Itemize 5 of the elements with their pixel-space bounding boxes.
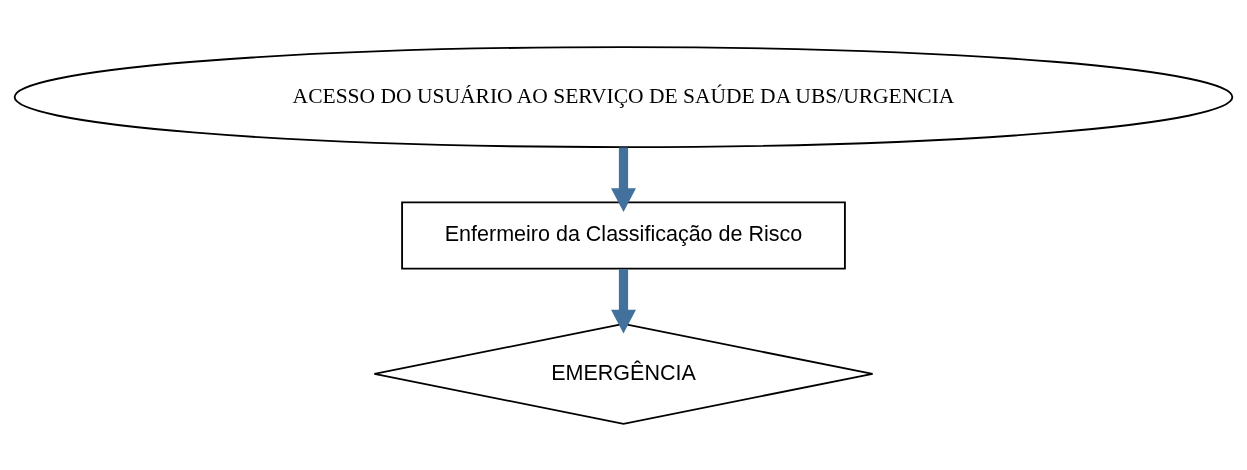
node-ellipse: ACESSO DO USUÁRIO AO SERVIÇO DE SAÚDE DA UBS/URGENCIA: [13, 45, 1234, 148]
node-box: Enfermeiro da Classificação de Risco: [401, 201, 846, 269]
arrow: [611, 268, 636, 333]
arrow: [611, 147, 636, 212]
node-diamond: EMERGÊNCIA: [373, 322, 874, 425]
